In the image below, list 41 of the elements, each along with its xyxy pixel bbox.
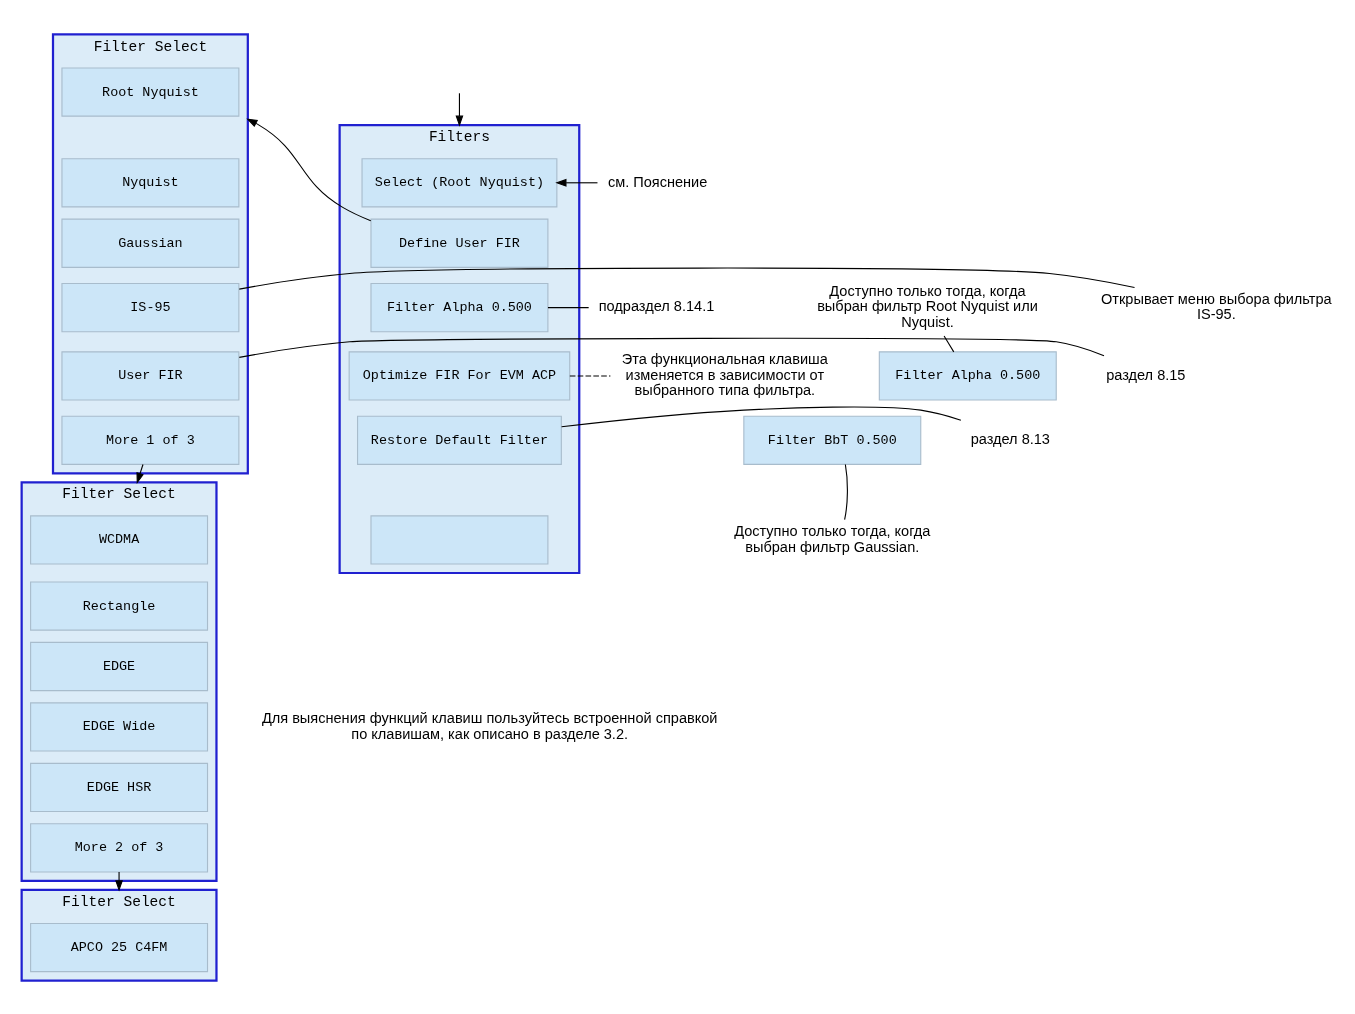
node-box: Rectangle [30, 580, 209, 631]
node-box: More 2 of 3 [30, 822, 209, 872]
node-box: EDGE Wide [30, 701, 209, 752]
node-text: Открывает меню выбора фильтра IS-95. [1101, 290, 1332, 322]
node-box: Root Nyquist [61, 66, 240, 117]
node-box: Gaussian [61, 218, 240, 268]
node-text: раздел 8.15 [1106, 366, 1186, 383]
connector [238, 337, 1105, 358]
node-box: Optimize FIR For EVM ACP [348, 350, 571, 401]
arrow [455, 92, 464, 127]
connector [943, 334, 955, 352]
node-box: EDGE HSR [30, 762, 209, 812]
connector [547, 306, 590, 308]
node-box: Filter BbT 0.500 [743, 415, 922, 465]
node-box: Filter Alpha 0.500 [878, 350, 1057, 401]
connector [561, 405, 962, 427]
node-box: User FIR [61, 350, 240, 401]
node-box: Nyquist [61, 157, 240, 207]
label: Для выяснения функций клавиш пользуйтесь встроенной справкой по клавишам, как описано в разделе 3.2. [261, 709, 718, 742]
node-box: WCDMA [30, 514, 209, 565]
connector [844, 463, 848, 520]
arrow [136, 463, 144, 484]
arrow [246, 117, 372, 221]
node-text: см. Пояснение [607, 173, 708, 190]
node-text: Доступно только тогда, когда выбран фильтр Gaussian. [734, 522, 931, 555]
arrow [555, 178, 599, 187]
node-text: Доступно только тогда, когда выбран фильтр Root Nyquist или Nyquist. [817, 282, 1038, 330]
node-box: IS-95 [61, 282, 240, 332]
node-box: Restore Default Filter [357, 415, 562, 465]
node-box: APCO 25 C4FM [30, 922, 209, 972]
node-text: подраздел 8.14.1 [598, 297, 715, 314]
node-box: EDGE [30, 641, 209, 691]
connector [238, 267, 1136, 290]
node-box: Define User FIR [370, 218, 549, 268]
node-box: Select (Root Nyquist) [361, 157, 558, 207]
node-text: раздел 8.13 [970, 430, 1050, 447]
node-box: Filter Alpha 0.500 [370, 282, 549, 332]
arrow [115, 871, 123, 892]
node-text: Эта функциональная клавиша изменяется в зависимости от выбранного типа фильтра. [621, 350, 828, 398]
node-box: More 1 of 3 [61, 415, 240, 465]
node-box [370, 514, 549, 565]
